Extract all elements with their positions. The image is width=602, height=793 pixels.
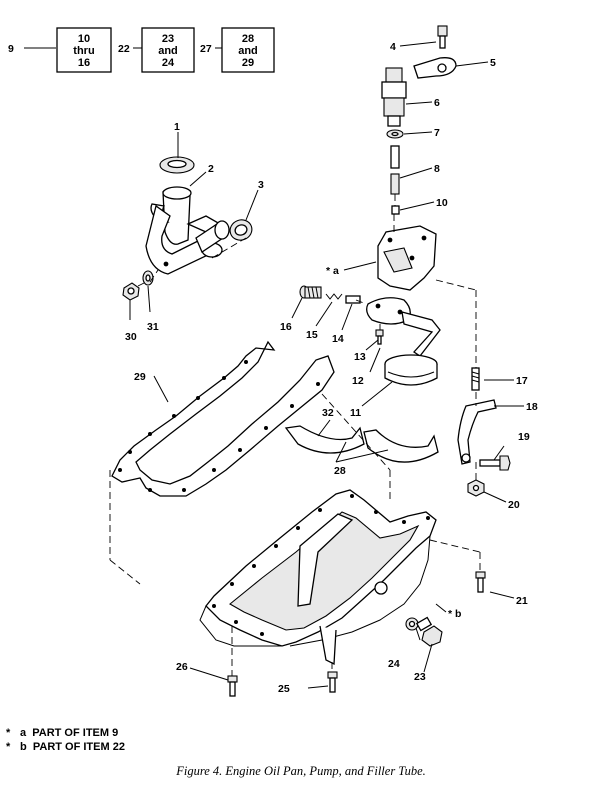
callout-24: 24 bbox=[388, 658, 400, 670]
callout-labels: 1 2 3 30 31 4 5 6 7 8 10 * a 16 15 14 13… bbox=[125, 41, 538, 695]
callout-4: 4 bbox=[390, 41, 396, 53]
nut-20 bbox=[467, 479, 485, 497]
callout-10: 10 bbox=[436, 197, 448, 209]
pin-10 bbox=[391, 205, 400, 215]
callout-29: 29 bbox=[134, 371, 146, 383]
stud-17 bbox=[471, 367, 480, 391]
pump-cover bbox=[366, 297, 441, 357]
footnote-a: * a PART OF ITEM 9 bbox=[6, 727, 118, 739]
plunger-14 bbox=[345, 295, 361, 304]
callout-19: 19 bbox=[518, 431, 530, 443]
bolt-19 bbox=[479, 455, 511, 471]
filler-cap-ring bbox=[159, 156, 195, 174]
bolt-25 bbox=[327, 671, 338, 693]
spring-15 bbox=[325, 293, 343, 300]
callout-16: 16 bbox=[280, 321, 292, 333]
callout-11: 11 bbox=[350, 407, 361, 419]
group-box-22-line1: 23 bbox=[162, 33, 174, 45]
group-box-27-line2: and bbox=[238, 45, 258, 57]
footnote-a-text: PART OF ITEM 9 bbox=[32, 727, 119, 739]
footnote-b-text: PART OF ITEM 22 bbox=[32, 741, 125, 753]
group-box-27-line3: 29 bbox=[242, 57, 254, 69]
group-box-9-line3: 16 bbox=[78, 57, 90, 69]
callout-star-b: * b bbox=[448, 608, 461, 620]
screen-11 bbox=[384, 354, 438, 386]
footnote-b-marker: * bbox=[6, 741, 11, 753]
callout-7: 7 bbox=[434, 127, 440, 139]
leader-lines bbox=[129, 41, 524, 689]
group-box-27-line1: 28 bbox=[242, 33, 254, 45]
callout-20: 20 bbox=[508, 499, 520, 511]
relief-valve-16 bbox=[299, 285, 322, 299]
callout-25: 25 bbox=[278, 683, 290, 695]
group-index-9: 9 bbox=[8, 43, 14, 55]
group-box-9: 9 10 thru 16 bbox=[8, 27, 112, 73]
washer-31 bbox=[142, 270, 154, 286]
callout-30: 30 bbox=[125, 331, 137, 343]
group-box-22-line3: 24 bbox=[162, 57, 175, 69]
callout-23: 23 bbox=[414, 671, 426, 683]
callout-28: 28 bbox=[334, 465, 346, 477]
bolt-26 bbox=[227, 675, 238, 697]
callout-star-a: * a bbox=[326, 265, 339, 277]
callout-3: 3 bbox=[258, 179, 264, 191]
group-box-22-line2: and bbox=[158, 45, 178, 57]
callout-1: 1 bbox=[174, 121, 180, 133]
callout-32: 32 bbox=[322, 407, 334, 419]
footnote-b: * b PART OF ITEM 22 bbox=[6, 741, 125, 753]
clamp-5 bbox=[413, 57, 457, 79]
group-box-27: 27 28 and 29 bbox=[200, 27, 275, 73]
rear-seal-32 bbox=[284, 425, 365, 454]
drive-gear-6 bbox=[381, 67, 407, 127]
callout-21: 21 bbox=[516, 595, 528, 607]
bolt-21 bbox=[475, 571, 486, 593]
bolt-4 bbox=[437, 25, 448, 49]
callout-14: 14 bbox=[332, 333, 344, 345]
filler-tube bbox=[145, 186, 230, 275]
group-box-9-line1: 10 bbox=[78, 33, 90, 45]
bolt-13 bbox=[375, 329, 384, 345]
shaft-8 bbox=[390, 145, 400, 195]
footnote-b-code: b bbox=[20, 741, 27, 753]
group-index-27: 27 bbox=[200, 43, 212, 55]
callout-2: 2 bbox=[208, 163, 214, 175]
callout-26: 26 bbox=[176, 661, 188, 673]
group-index-22: 22 bbox=[118, 43, 130, 55]
oil-pump-body bbox=[377, 225, 437, 291]
callout-13: 13 bbox=[354, 351, 366, 363]
front-seal-28 bbox=[363, 429, 439, 463]
figure-caption: Figure 4. Engine Oil Pan, Pump, and Fill… bbox=[176, 764, 426, 778]
oil-pan bbox=[199, 489, 437, 666]
callout-12: 12 bbox=[352, 375, 364, 387]
group-box-22: 22 23 and 24 bbox=[118, 27, 195, 73]
bracket-18 bbox=[457, 399, 497, 465]
callout-5: 5 bbox=[490, 57, 496, 69]
callout-8: 8 bbox=[434, 163, 440, 175]
callout-17: 17 bbox=[516, 375, 528, 387]
tube-seal-ring bbox=[229, 219, 253, 241]
callout-6: 6 bbox=[434, 97, 440, 109]
nut-30 bbox=[122, 282, 140, 301]
washer-7 bbox=[386, 129, 404, 139]
callout-18: 18 bbox=[526, 401, 538, 413]
group-box-9-line2: thru bbox=[73, 45, 94, 57]
callout-31: 31 bbox=[147, 321, 159, 333]
footnote-a-code: a bbox=[20, 727, 27, 739]
pan-gasket-29 bbox=[111, 340, 335, 497]
callout-15: 15 bbox=[306, 329, 318, 341]
footnote-a-marker: * bbox=[6, 727, 11, 739]
alignment-lines bbox=[109, 194, 481, 676]
plug-23 bbox=[415, 616, 443, 647]
